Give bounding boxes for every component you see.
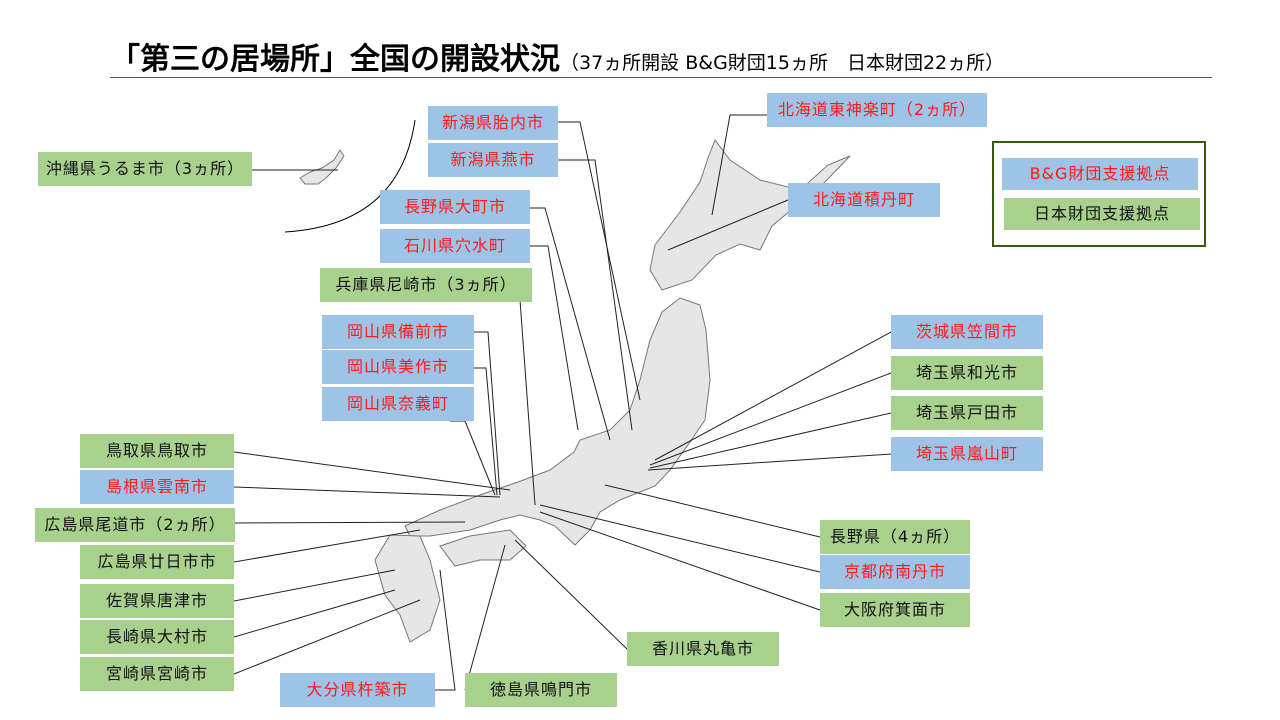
location-label: 沖縄県うるま市（3ヵ所）	[38, 152, 252, 186]
leader-line	[667, 199, 789, 251]
leader-line	[649, 372, 892, 466]
subtitle-text: （37ヵ所開設 B&G財団15ヵ所 日本財団22ヵ所）	[560, 52, 1005, 74]
leader-lines	[233, 114, 892, 691]
location-label: 広島県尾道市（2ヵ所）	[35, 508, 235, 542]
leader-line	[530, 207, 611, 441]
location-label: 香川県丸亀市	[627, 632, 779, 666]
location-label: 大阪府箕面市	[820, 593, 970, 627]
hokkaido-shape	[649, 138, 851, 291]
leader-line	[450, 420, 496, 496]
location-label: 埼玉県嵐山町	[891, 437, 1043, 471]
location-label: 岡山県美作市	[322, 350, 474, 384]
honshu-shape	[404, 297, 711, 546]
legend-nippon: 日本財団支援拠点	[1004, 198, 1200, 230]
leader-line	[519, 299, 536, 506]
shikoku-shape	[439, 529, 527, 567]
leader-line	[474, 331, 501, 496]
leader-line	[558, 159, 633, 431]
location-label: 宮崎県宮崎市	[80, 657, 234, 691]
leader-line	[474, 367, 498, 496]
location-label: 埼玉県和光市	[891, 356, 1043, 390]
location-label: 岡山県奈義町	[322, 387, 474, 421]
location-label: 長崎県大村市	[80, 620, 234, 654]
location-label: 新潟県胎内市	[428, 106, 558, 140]
location-label: 鳥取県鳥取市	[80, 434, 234, 468]
location-label: 長野県（4ヵ所）	[820, 520, 970, 554]
location-label: 茨城県笠間市	[891, 315, 1043, 349]
leader-line	[558, 121, 641, 401]
leader-line	[234, 521, 466, 524]
location-label: 長野県大町市	[380, 190, 530, 224]
legend-bg: B&G財団支援拠点	[1002, 158, 1198, 190]
location-label: 北海道積丹町	[788, 183, 940, 217]
leader-line	[233, 486, 501, 498]
leader-line	[233, 451, 511, 491]
location-label: 広島県廿日市市	[80, 545, 234, 579]
title-text: 「第三の居場所」全国の開設状況	[110, 42, 560, 77]
leader-line	[233, 589, 396, 638]
location-label: 島根県雲南市	[80, 470, 234, 504]
leader-line	[233, 529, 421, 563]
legend: B&G財団支援拠点 日本財団支援拠点	[992, 141, 1206, 247]
location-label: 大分県杵築市	[280, 673, 435, 707]
location-label: 佐賀県唐津市	[80, 584, 234, 618]
leader-line	[654, 331, 892, 461]
leader-line	[514, 539, 628, 650]
location-label: 岡山県備前市	[322, 315, 474, 349]
okinawa-shape	[299, 149, 345, 185]
leader-line	[539, 511, 821, 611]
leader-line	[647, 453, 892, 471]
page-title: 「第三の居場所」全国の開設状況（37ヵ所開設 B&G財団15ヵ所 日本財団22ヵ…	[110, 34, 1004, 78]
leader-line	[604, 484, 821, 538]
leader-line	[435, 569, 456, 691]
location-label: 北海道東神楽町（2ヵ所）	[767, 93, 987, 127]
location-label: 京都府南丹市	[820, 555, 970, 589]
leader-line	[711, 114, 767, 216]
leader-line	[539, 504, 821, 573]
okinawa-separator-arc	[284, 119, 416, 233]
location-label: 兵庫県尼崎市（3ヵ所）	[320, 268, 532, 302]
location-label: 石川県穴水町	[380, 229, 530, 263]
leader-line	[233, 599, 421, 675]
leader-line	[649, 412, 892, 469]
title-divider	[110, 77, 1212, 78]
kyushu-shape	[374, 534, 441, 643]
leader-line	[464, 544, 506, 691]
location-label: 新潟県燕市	[428, 143, 558, 177]
location-label: 徳島県鳴門市	[465, 673, 617, 707]
leader-line	[233, 569, 396, 602]
leader-line	[530, 245, 579, 431]
location-label: 埼玉県戸田市	[891, 396, 1043, 430]
